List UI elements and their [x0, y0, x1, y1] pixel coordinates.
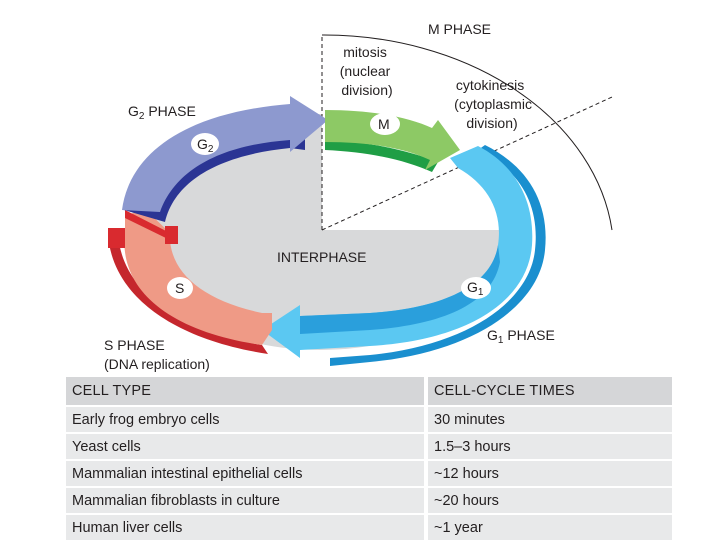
- cell-type: Mammalian intestinal epithelial cells: [66, 459, 428, 487]
- s-arrow-red-tab-right: [165, 226, 178, 244]
- cell-type: Yeast cells: [66, 432, 428, 460]
- cell-type: Mammalian fibroblasts in culture: [66, 486, 428, 514]
- table-row: Mammalian fibroblasts in culture ~20 hou…: [66, 486, 672, 514]
- cell-cycle-times-table: CELL TYPE CELL-CYCLE TIMES Early frog em…: [66, 377, 672, 540]
- cell-type: Human liver cells: [66, 513, 428, 540]
- column-header-cycle-times: CELL-CYCLE TIMES: [426, 377, 672, 406]
- s-arrow-red-tab-left: [108, 228, 125, 248]
- cycle-time: ~1 year: [426, 513, 672, 540]
- s-oval-label: S: [175, 280, 184, 296]
- table-header-row: CELL TYPE CELL-CYCLE TIMES: [66, 377, 672, 406]
- s-phase-label: S PHASE (DNA replication): [104, 337, 210, 372]
- g1-oval-label: G1: [467, 279, 484, 298]
- s-label-oval: [167, 277, 193, 299]
- g2-arrow: [122, 96, 328, 212]
- cell-cycle-diagram: G2 M S G1 M PHASE mitosis (nuclear divis…: [104, 21, 613, 372]
- mitosis-label: mitosis (nuclear division): [340, 44, 394, 98]
- s-arrow-shadow: [108, 232, 268, 354]
- interphase-label: INTERPHASE: [277, 249, 366, 265]
- cycle-time: ~12 hours: [426, 459, 672, 487]
- cycle-time: 1.5–3 hours: [426, 432, 672, 460]
- g1-arrow-inner: [300, 245, 500, 334]
- column-header-cell-type: CELL TYPE: [66, 377, 428, 406]
- g2-label-oval: [191, 133, 219, 155]
- cycle-time: ~20 hours: [426, 486, 672, 514]
- m-label-oval: [370, 113, 400, 135]
- m-arrow: [325, 110, 460, 170]
- table-row: Human liver cells ~1 year: [66, 513, 672, 540]
- cytokinesis-label: cytokinesis (cytoplasmic division): [454, 77, 536, 131]
- s-arrow: [124, 210, 272, 345]
- cycle-time: 30 minutes: [426, 405, 672, 433]
- m-phase-title: M PHASE: [428, 21, 491, 37]
- m-oval-label: M: [378, 116, 390, 132]
- m-phase-wedge: [322, 34, 612, 230]
- table-row: Mammalian intestinal epithelial cells ~1…: [66, 459, 672, 487]
- s-arrow-rim: [125, 210, 170, 240]
- g1-label-oval: [461, 277, 491, 299]
- g1-phase-label: G1 PHASE: [487, 327, 555, 346]
- cell-type: Early frog embryo cells: [66, 405, 428, 433]
- m-phase-wedge-arc: [321, 34, 613, 231]
- table-row: Early frog embryo cells 30 minutes: [66, 405, 672, 433]
- g2-phase-label: G2 PHASE: [128, 103, 196, 122]
- table-row: Yeast cells 1.5–3 hours: [66, 432, 672, 460]
- g2-oval-label: G2: [197, 136, 214, 155]
- m-arrow-shadow: [325, 140, 438, 172]
